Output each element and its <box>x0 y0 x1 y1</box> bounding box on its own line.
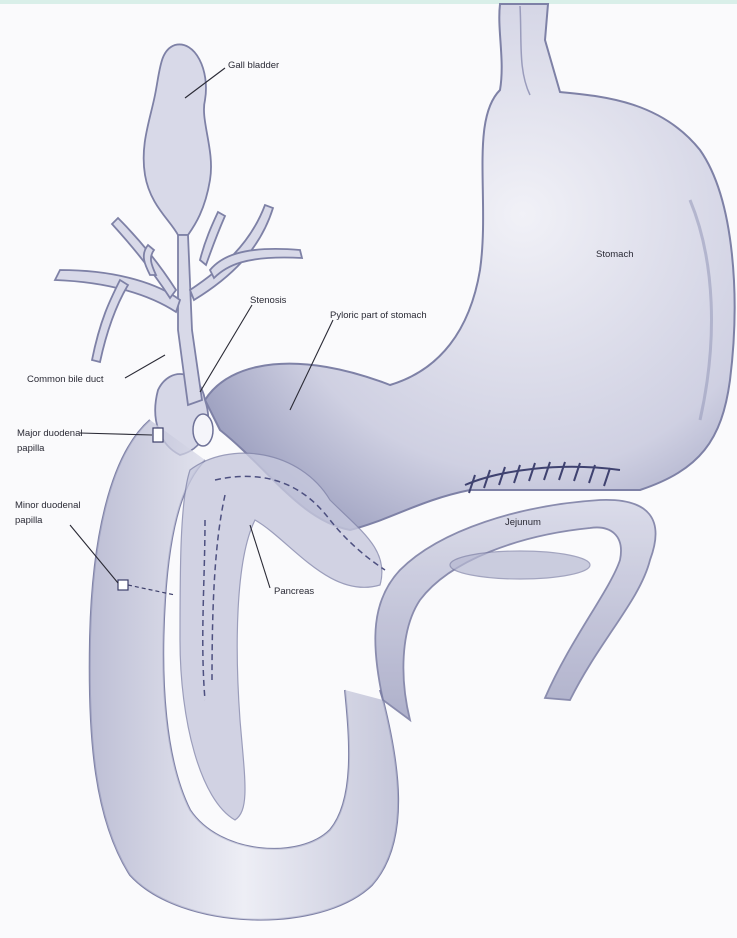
label-minor-papilla-line1: Minor duodenal <box>15 500 81 511</box>
label-pyloric-part: Pyloric part of stomach <box>330 310 427 321</box>
label-minor-papilla-line2: papilla <box>15 515 43 526</box>
stomach-shape <box>205 4 735 530</box>
label-stomach: Stomach <box>596 249 634 260</box>
minor-papilla-marker <box>118 580 128 590</box>
label-common-bile-duct: Common bile duct <box>27 374 104 385</box>
label-gall-bladder: Gall bladder <box>228 60 279 71</box>
major-papilla-marker <box>153 428 163 442</box>
label-stenosis: Stenosis <box>250 295 287 306</box>
biliary-tree-shape <box>55 44 302 405</box>
label-major-papilla-line2: papilla <box>17 443 45 454</box>
label-major-papilla-line1: Major duodenal <box>17 428 83 439</box>
label-pancreas: Pancreas <box>274 586 314 597</box>
label-jejunum: Jejunum <box>505 517 541 528</box>
